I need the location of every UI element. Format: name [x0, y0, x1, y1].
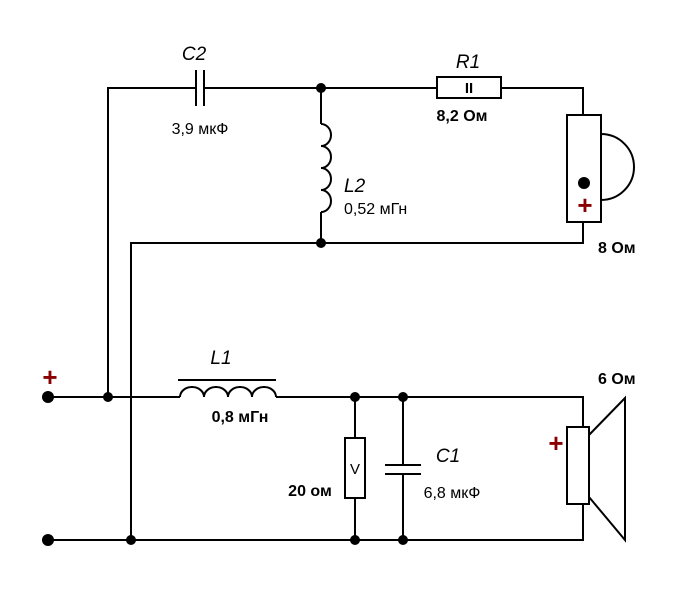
tweeter-polarity-plus: +: [577, 190, 592, 220]
woofer-speaker: [566, 395, 626, 543]
wire-c2-left: [107, 87, 196, 397]
l1-value-label: 0,8 мГн: [212, 409, 269, 426]
tweeter-impedance-label: 8 Ом: [598, 240, 636, 257]
r1-name-label: R1: [456, 52, 480, 73]
inductor-l1: [179, 386, 277, 398]
inductor-l2: [320, 123, 332, 213]
junction-dots: [103, 83, 408, 545]
wire-bottom-rail: [48, 504, 584, 541]
input-terminal-positive: [42, 391, 54, 403]
capacitor-c1: [385, 464, 421, 475]
input-terminal-negative: [42, 534, 54, 546]
c1-name-label: C1: [436, 446, 460, 467]
woofer-polarity-plus: +: [548, 428, 563, 458]
input-polarity-plus: +: [42, 362, 57, 392]
varistor-symbol: V: [350, 461, 360, 478]
wire-r1-to-tweeter: [501, 87, 584, 115]
wire-l1-to-woofer: [276, 396, 584, 427]
r1-value-label: 8,2 Ом: [437, 108, 488, 125]
l1-name-label: L1: [210, 348, 231, 369]
tweeter-speaker: [566, 114, 635, 223]
wire-tweeter-return: [130, 222, 584, 540]
l2-name-label: L2: [344, 176, 366, 197]
varistor-value-label: 20 ом: [288, 483, 332, 500]
resistor-r1-symbol: II: [465, 80, 473, 97]
c2-value-label: 3,9 мкФ: [172, 121, 229, 138]
l2-value-label: 0,52 мГн: [344, 201, 407, 218]
c1-value-label: 6,8 мкФ: [424, 485, 481, 502]
c2-name-label: C2: [182, 44, 207, 65]
woofer-impedance-label: 6 Ом: [598, 371, 636, 388]
capacitor-c2: [195, 70, 205, 106]
